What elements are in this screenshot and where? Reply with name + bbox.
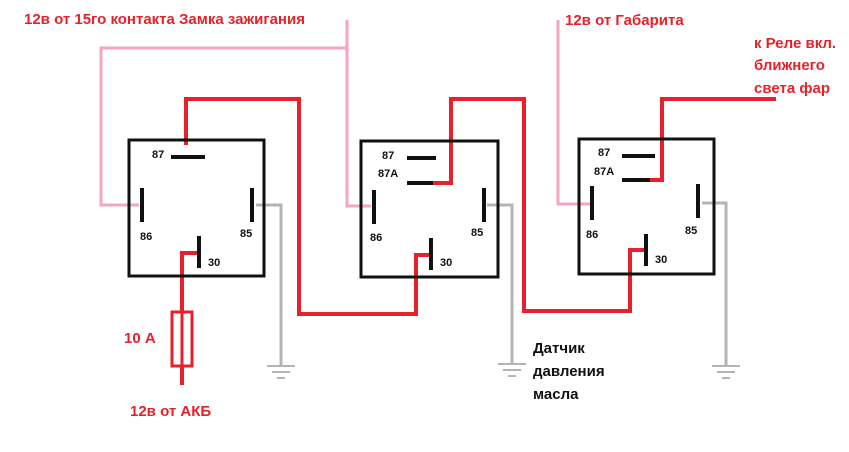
relay-2-pin-87: 87 [382,150,394,162]
ignition-wire [99,20,590,208]
relay-1-pin-87: 87 [152,149,164,161]
oil-sensor-label-line2: давления [533,363,605,380]
side-light-label: 12в от Габарита [565,12,684,29]
relay-3-pin-86: 86 [586,229,598,241]
relay-3-pin-87: 87 [598,147,610,159]
relay-2-pin-30: 30 [440,257,452,269]
relay-1: 87 86 85 30 [127,138,266,278]
relay-3: 87 87A 86 85 30 [577,137,716,276]
relay-3-pin-30: 30 [655,254,667,266]
relay-3-body [577,137,716,276]
low-beam-label-line1: к Реле вкл. [754,35,836,52]
ground-symbol-3 [712,365,740,379]
ground-wires [256,201,728,365]
relay-1-pin-30: 30 [208,257,220,269]
relay-2-pin-86: 86 [370,232,382,244]
low-beam-label-line2: ближнего [754,57,825,74]
low-beam-label-line3: света фар [754,80,830,97]
relay-2: 87 87A 86 85 30 [359,139,500,279]
relay-2-body [359,139,500,279]
battery-label: 12в от АКБ [130,403,211,420]
fuse-label: 10 А [124,330,156,347]
relay-2-pin-85: 85 [471,227,483,239]
ground-symbol-2 [498,363,526,377]
power-wires [180,97,776,385]
oil-sensor-label-line3: масла [533,386,579,403]
relay-3-pin-87a: 87A [594,166,614,178]
relay-1-pin-86: 86 [140,231,152,243]
relay-1-pin-85: 85 [240,228,252,240]
oil-sensor-label-line1: Датчик [533,340,585,357]
ignition-label: 12в от 15го контакта Замка зажигания [24,11,305,28]
ground-symbol-1 [267,365,295,379]
relay-2-pin-87a: 87A [378,168,398,180]
relay-1-body [127,138,266,278]
relay-3-pin-85: 85 [685,225,697,237]
